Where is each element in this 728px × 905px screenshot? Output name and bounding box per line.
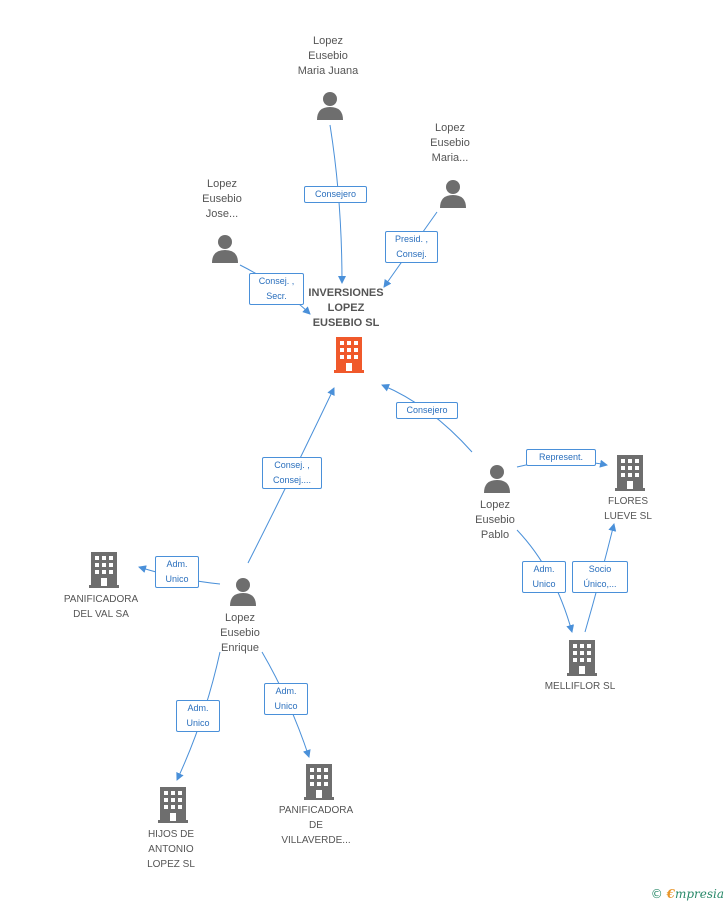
edge-label-jose[interactable]: Consej. , Secr.: [249, 273, 304, 305]
person-label-pablo[interactable]: Lopez Eusebio Pablo: [475, 499, 515, 541]
edge-label-enrique-panvill[interactable]: Adm. Unico: [264, 683, 308, 715]
company-label-hijos[interactable]: HIJOS DE ANTONIO LOPEZ SL: [147, 829, 195, 870]
person-icon-mariajuana: [317, 92, 343, 120]
building-icon-panval: [89, 552, 119, 588]
edge-label-pablo-melliflor[interactable]: Adm. Unico: [522, 561, 566, 593]
edge-label-melliflor-flores[interactable]: Socio Único,...: [572, 561, 628, 593]
person-icon-enrique: [230, 578, 256, 606]
building-icon-panvill: [304, 764, 334, 800]
edge-label-pablo-flores[interactable]: Represent.: [526, 449, 596, 466]
edge-label-enrique-main[interactable]: Consej. , Consej....: [262, 457, 322, 489]
company-label-flores[interactable]: FLORES LUEVE SL: [604, 496, 652, 522]
edge-mariajuana-main: [329, 124, 346, 284]
company-label-panval[interactable]: PANIFICADORA DEL VAL SA: [63, 594, 139, 620]
building-icon-main: [334, 337, 364, 373]
person-icon-maria: [440, 180, 466, 208]
person-icon-pablo: [484, 465, 510, 493]
company-label-melliflor[interactable]: MELLIFLOR SL: [544, 681, 616, 692]
brand-logo: © €mpresia: [650, 887, 724, 901]
person-label-maria[interactable]: Lopez Eusebio Maria...: [430, 122, 470, 164]
edge-label-pablo-main[interactable]: Consejero: [396, 402, 458, 419]
edge-label-enrique-hijos[interactable]: Adm. Unico: [176, 700, 220, 732]
edge-label-mariajuana[interactable]: Consejero: [304, 186, 367, 203]
building-icon-hijos: [158, 787, 188, 823]
main-company-label[interactable]: INVERSIONES LOPEZ EUSEBIO SL: [308, 287, 384, 329]
company-label-panvill[interactable]: PANIFICADORA DE VILLAVERDE...: [278, 805, 354, 846]
person-label-jose[interactable]: Lopez Eusebio Jose...: [202, 178, 242, 220]
building-icon-flores: [615, 455, 645, 491]
person-label-mariajuana[interactable]: Lopez Eusebio Maria Juana: [297, 35, 359, 77]
person-label-enrique[interactable]: Lopez Eusebio Enrique: [220, 612, 260, 654]
person-icon-jose: [212, 235, 238, 263]
edge-label-maria[interactable]: Presid. , Consej.: [385, 231, 438, 263]
copyright-icon: ©: [650, 887, 663, 901]
edge-label-enrique-panval[interactable]: Adm. Unico: [155, 556, 199, 588]
building-icon-melliflor: [567, 640, 597, 676]
